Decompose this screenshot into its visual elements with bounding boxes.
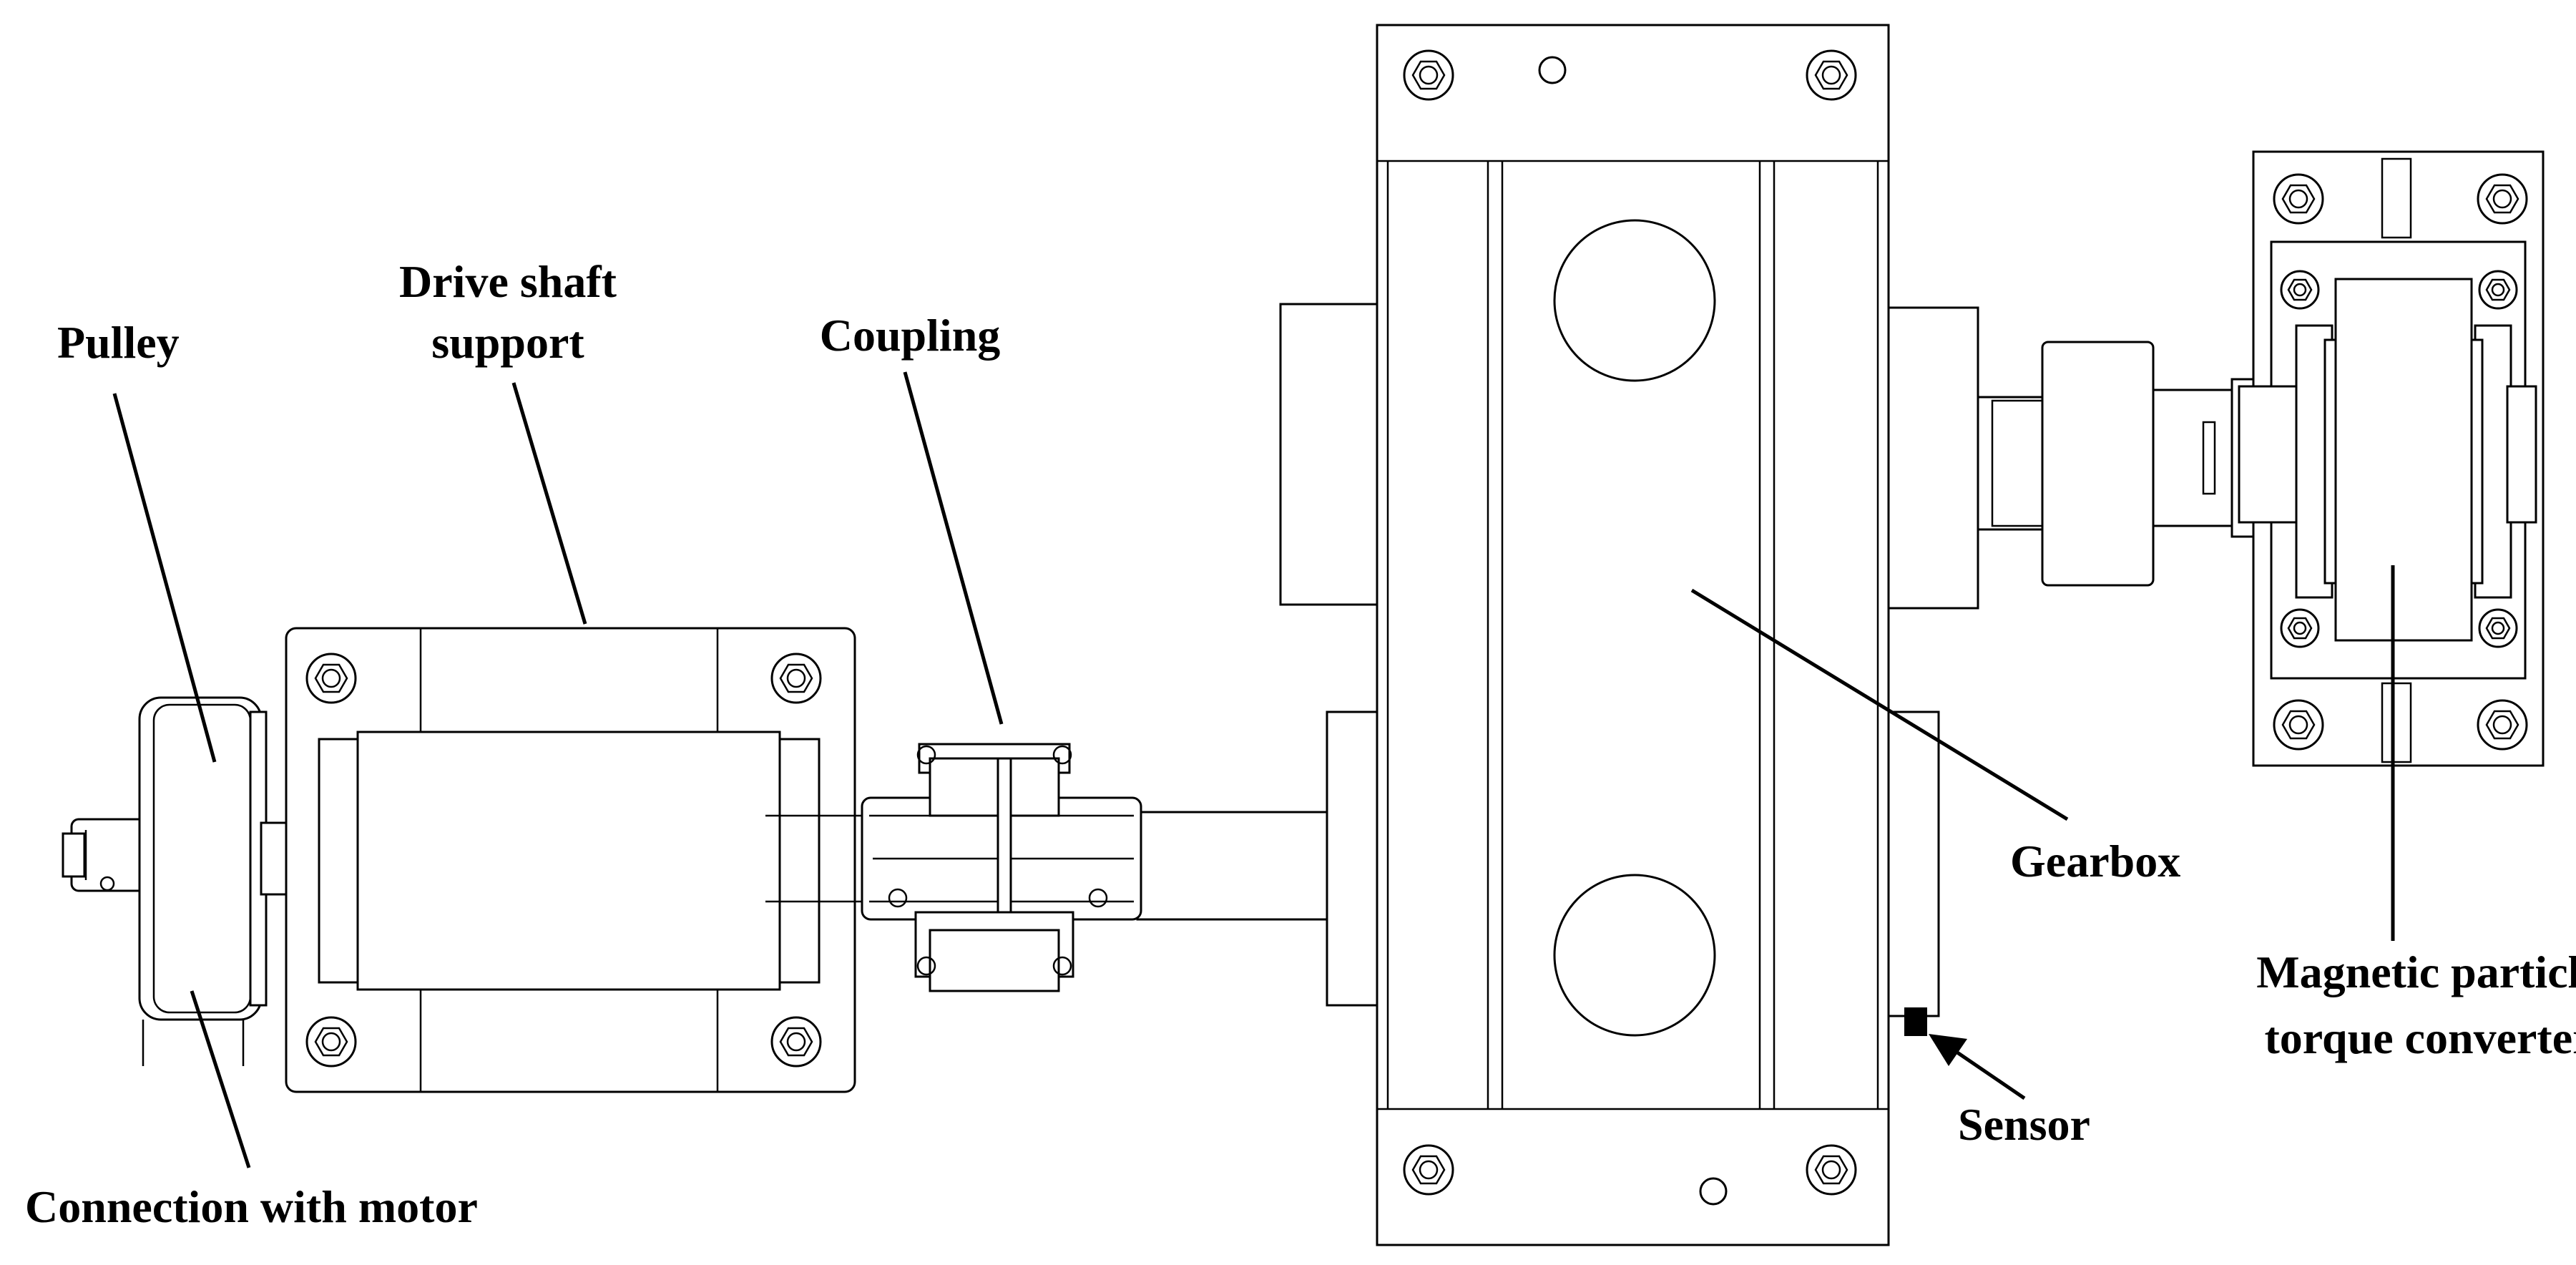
leader-lines — [112, 371, 2395, 1168]
leader-pulley — [112, 393, 217, 763]
labels: Pulley Drive shaft support Coupling Gear… — [25, 256, 2576, 1232]
leader-gearbox — [1690, 588, 2069, 821]
pulley — [62, 696, 295, 1066]
label-coupling: Coupling — [820, 310, 1001, 361]
sensor — [1904, 1007, 1927, 1036]
leader-coupling — [903, 371, 1004, 725]
label-connection-with-motor: Connection with motor — [25, 1181, 478, 1232]
drive-shaft-support — [285, 627, 869, 1093]
label-drive-shaft-support-line2: support — [431, 317, 584, 368]
label-magnetic-line2: torque converter — [2264, 1012, 2576, 1063]
sensor-arrowhead — [1929, 1034, 1967, 1066]
leader-drive-shaft-support — [511, 382, 587, 625]
output-coupling — [1977, 341, 2262, 587]
label-drive-shaft-support-line1: Drive shaft — [399, 256, 617, 307]
label-sensor: Sensor — [1958, 1099, 2090, 1150]
label-magnetic-line1: Magnetic particle — [2256, 947, 2576, 997]
output-shaft — [1136, 811, 1332, 921]
gearbox — [1279, 24, 1979, 1246]
magnetic-particle-torque-converter — [2238, 150, 2545, 767]
label-gearbox: Gearbox — [2010, 836, 2180, 887]
leader-sensor — [1944, 1042, 2026, 1100]
label-pulley: Pulley — [57, 317, 180, 368]
coupling — [861, 743, 1142, 992]
leader-connection — [190, 990, 251, 1168]
